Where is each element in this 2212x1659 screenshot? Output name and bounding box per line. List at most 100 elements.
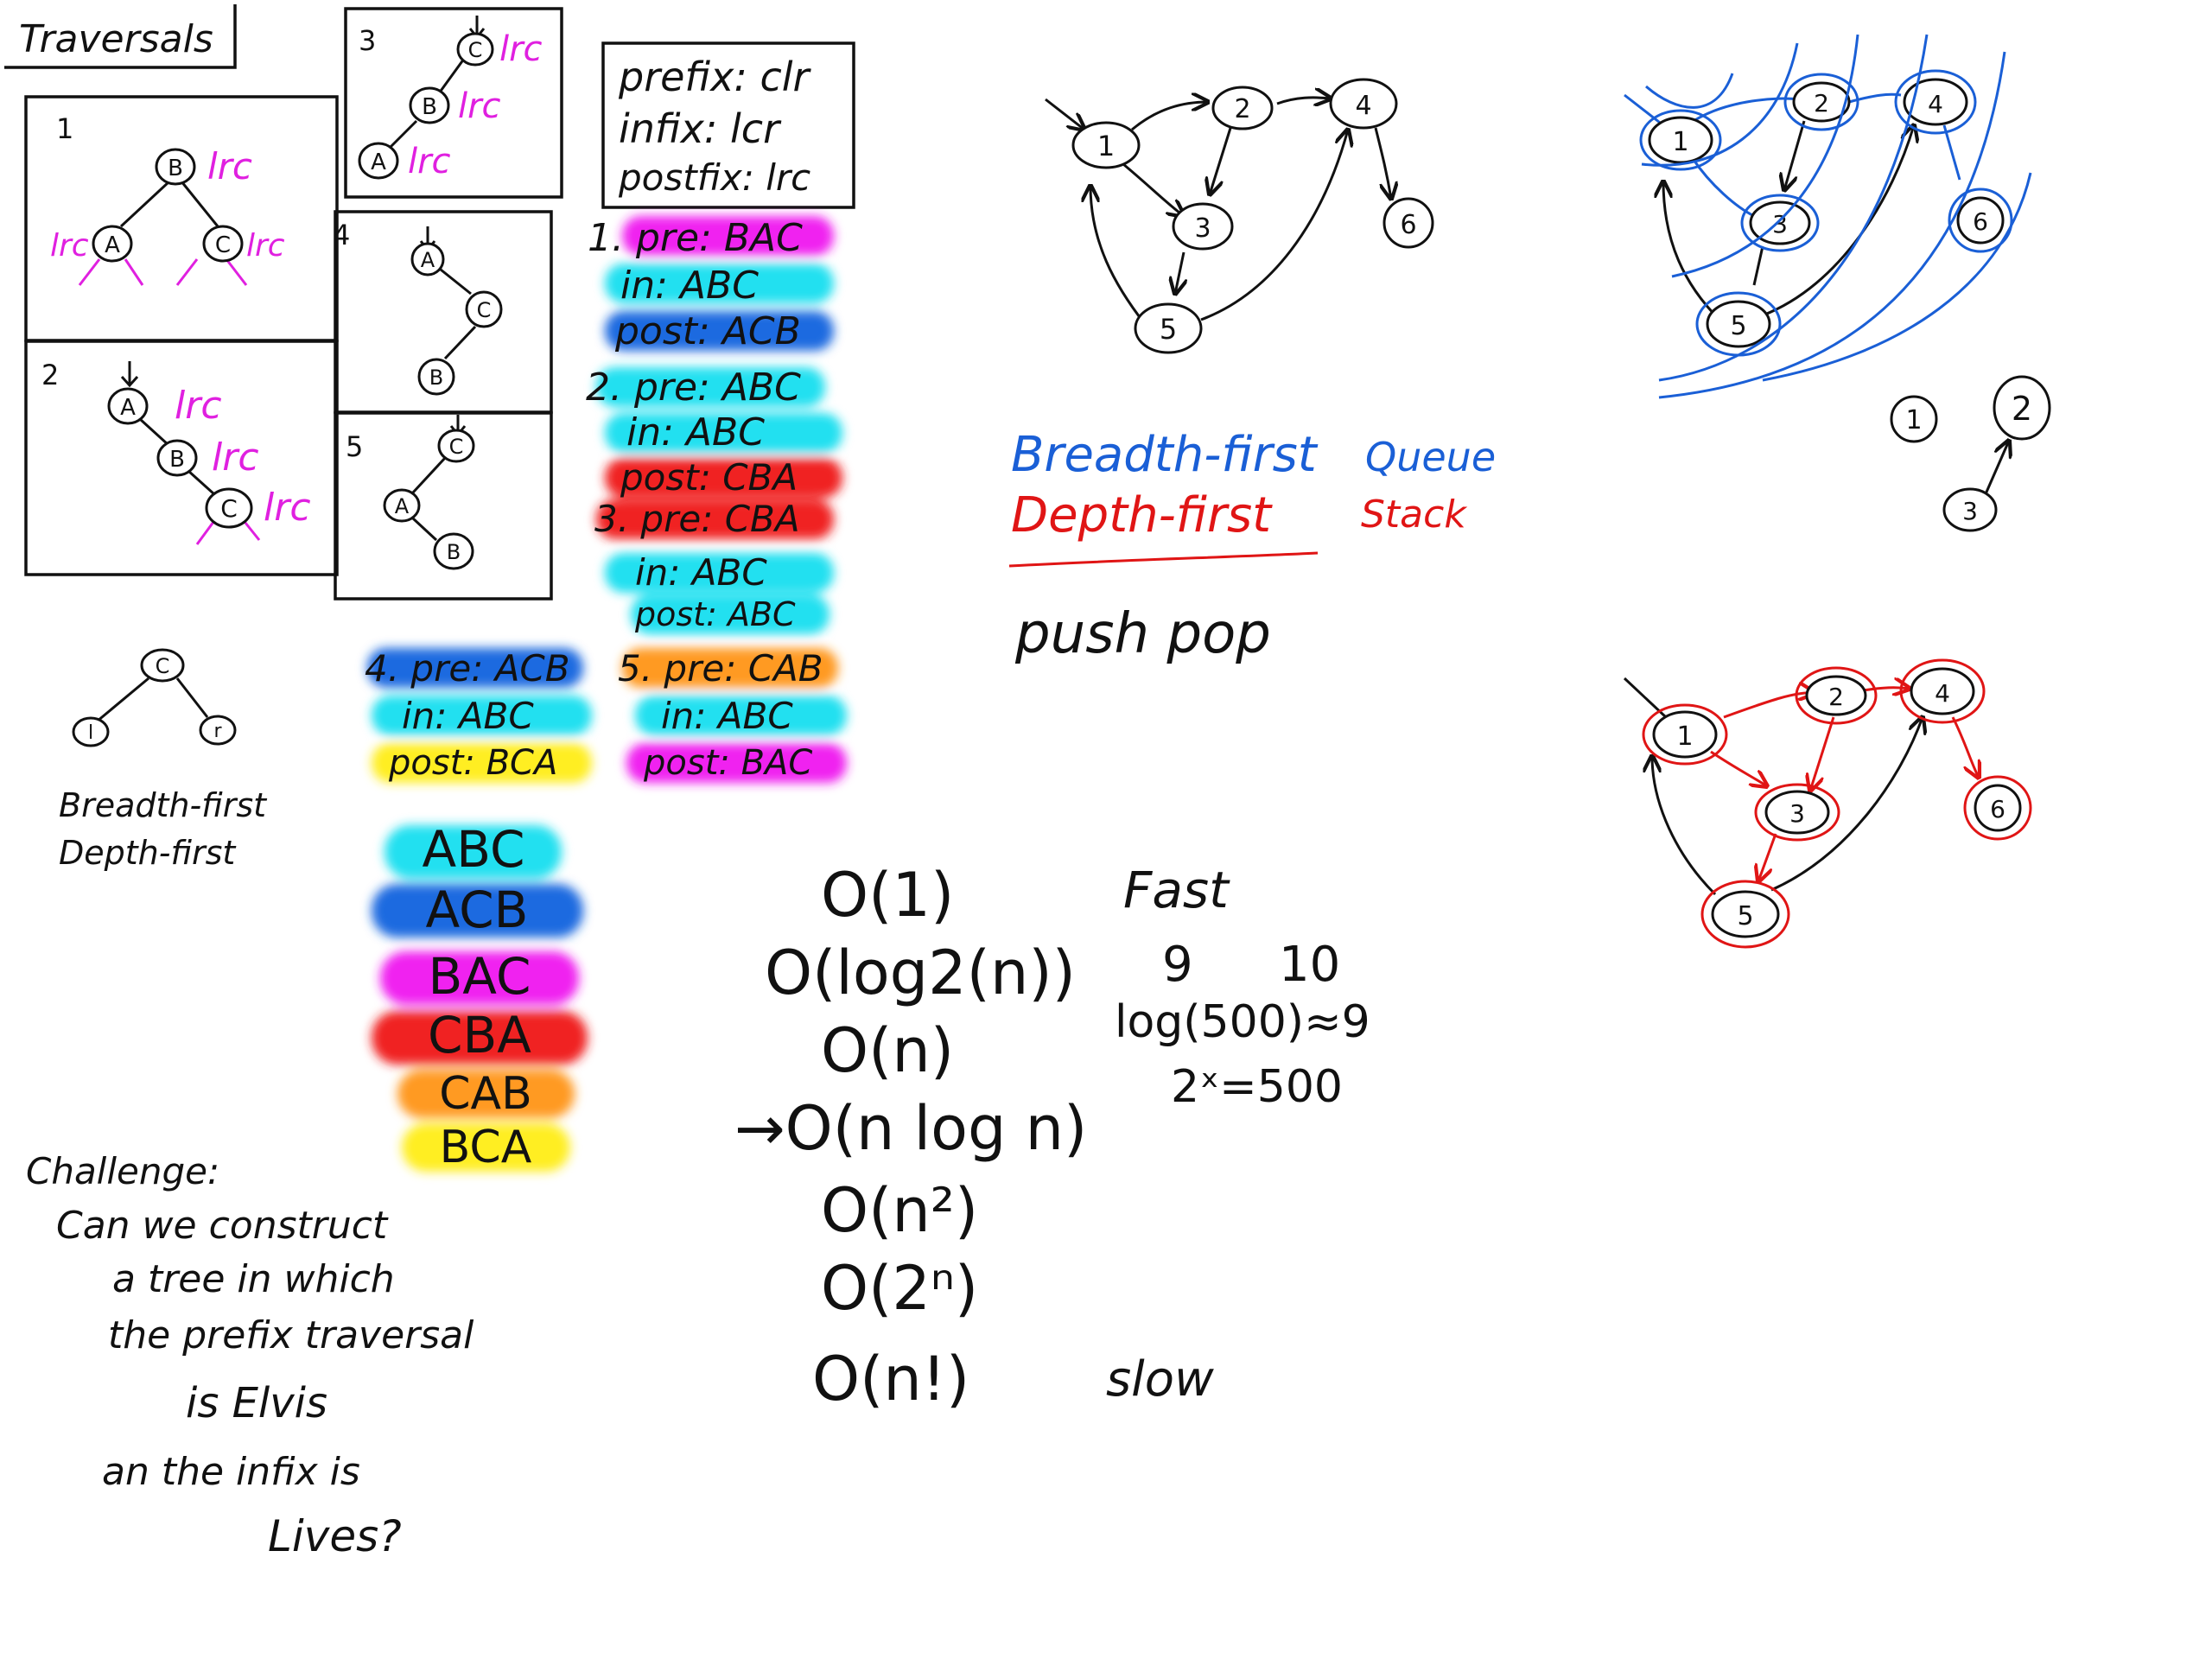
graph-node-label: 6: [1973, 207, 1988, 236]
lrc-annotation: lrc: [264, 486, 311, 530]
graph-node-label: 5: [1160, 313, 1177, 346]
graph-node-label: 6: [1990, 795, 2005, 823]
lrc-annotation: lrc: [408, 142, 451, 181]
node-label: r: [213, 721, 222, 742]
trav-4-in: in: ABC: [402, 695, 534, 737]
graph-node-label: 1: [1676, 721, 1693, 752]
node-label: B: [169, 447, 185, 473]
big-o-item: O(n²): [821, 1175, 978, 1246]
small-node-label: 3: [1962, 497, 1978, 525]
panel-number: 3: [359, 24, 376, 57]
stack-label: Stack: [1361, 493, 1467, 537]
panel-4: 4 A C B: [333, 210, 553, 414]
summary-item: CBA: [428, 1006, 531, 1065]
lrc-annotation: lrc: [458, 86, 501, 126]
panel-3: 3 C B A lrc lrc lrc: [344, 7, 563, 199]
challenge-line: is Elvis: [186, 1379, 327, 1427]
graph-node-label: 4: [1935, 679, 1950, 708]
node-label: A: [120, 395, 136, 421]
trav-5-in: in: ABC: [661, 695, 793, 737]
lrc-annotation: lrc: [207, 145, 252, 188]
trav-3-pre: 3. pre: CBA: [594, 498, 800, 540]
panel-number: 1: [56, 112, 73, 145]
power-equation: 2ˣ=500: [1171, 1061, 1343, 1113]
trav-1-post: post: ACB: [614, 309, 801, 353]
trav-4-pre: 4. pre: ACB: [365, 647, 570, 690]
log-num: 9: [1162, 937, 1193, 993]
log-num: 10: [1279, 937, 1340, 993]
lrc-annotation: lrc: [246, 228, 285, 264]
queue-label: Queue: [1365, 434, 1496, 480]
highlights: [367, 216, 847, 1172]
panel-number: 2: [41, 359, 59, 391]
node-label: C: [156, 654, 170, 678]
graph-node-label: 6: [1400, 210, 1416, 240]
challenge-line: Lives?: [268, 1511, 402, 1561]
node-label: B: [422, 94, 437, 120]
log-equation: log(500)≈9: [1115, 996, 1370, 1048]
breadth-first-label: Breadth-first: [1011, 427, 1319, 483]
legend-box: prefix: clr infix: lcr postfix: lrc: [601, 41, 855, 209]
graph-node-label: 2: [1828, 683, 1844, 711]
challenge: Challenge: Can we construct a tree in wh…: [26, 1150, 474, 1561]
lrc-annotation: lrc: [175, 384, 222, 428]
lrc-annotation: lrc: [212, 435, 259, 480]
summary-item: CAB: [439, 1068, 532, 1120]
node-label: C: [477, 298, 492, 322]
graph-node-label: 3: [1789, 799, 1805, 828]
big-o-item: O(1): [821, 860, 954, 931]
infix-rule: infix: lcr: [619, 105, 782, 152]
challenge-line: the prefix traversal: [108, 1313, 474, 1357]
graph-dfs: 1 2 3 4 5 6: [1623, 658, 2032, 949]
challenge-line: a tree in which: [112, 1257, 395, 1301]
left-note-depth: Depth-first: [59, 834, 237, 872]
challenge-line: Can we construct: [56, 1204, 389, 1248]
traversal-text: 1. pre: BAC in: ABC post: ACB 2. pre: AB…: [365, 216, 823, 783]
big-o-item: O(n): [821, 1015, 954, 1086]
node-label: A: [105, 232, 120, 258]
node-label: B: [447, 540, 461, 564]
trav-5-pre: 5. pre: CAB: [618, 647, 823, 690]
summary-item: ABC: [423, 820, 525, 879]
summary-item: BCA: [440, 1122, 532, 1173]
node-label: B: [429, 365, 443, 390]
depth-first-label: Depth-first: [1011, 487, 1273, 543]
title: Traversals: [19, 17, 213, 61]
node-label: C: [468, 38, 483, 62]
small-graph: 1 2 3: [1890, 375, 2051, 532]
node-label: l: [88, 722, 93, 744]
challenge-line: Challenge:: [26, 1150, 219, 1192]
panel-1: 1 B A C lrc lrc lrc: [24, 95, 339, 342]
graph-plain: 1 2 3 4 5 6: [1045, 78, 1434, 354]
graph-node-label: 2: [1814, 89, 1829, 118]
trav-1-in: in: ABC: [620, 264, 759, 308]
trav-1-pre: 1. pre: BAC: [588, 216, 803, 260]
trav-2-pre: 2. pre: ABC: [586, 365, 801, 410]
panel-2: 2 A B C lrc lrc lrc: [24, 340, 339, 576]
big-o-item: →O(n log n): [734, 1093, 1087, 1164]
prefix-rule: prefix: clr: [618, 54, 812, 100]
graph-node-label: 5: [1737, 901, 1753, 931]
graph-node-label: 4: [1928, 90, 1943, 118]
node-label: B: [168, 156, 183, 181]
panel-5: 5 C A B: [334, 411, 553, 601]
panel-number: 5: [346, 430, 363, 463]
graph-node-label: 4: [1355, 91, 1371, 121]
title-box: Traversals: [4, 4, 237, 69]
postfix-rule: postfix: lrc: [618, 156, 810, 199]
trav-5-post: post: BAC: [643, 743, 812, 783]
small-node-label: 2: [2012, 390, 2032, 428]
big-o-list: O(1) O(log2(n)) O(n) →O(n log n) O(n²) O…: [734, 860, 1087, 1414]
summary-item: BAC: [429, 947, 531, 1006]
summary-item: ACB: [426, 880, 529, 939]
big-o-item: O(n!): [812, 1344, 969, 1414]
big-o-item: O(log2(n)): [765, 938, 1076, 1008]
left-note-breadth: Breadth-first: [59, 786, 268, 824]
summary-list: ABC ACB BAC CBA CAB BCA: [423, 820, 532, 1173]
lrc-annotation: lrc: [50, 228, 89, 264]
node-label: A: [395, 494, 410, 518]
big-o-item: O(2ⁿ): [821, 1253, 978, 1324]
graph-bfs: 1 2 3 4 5 6: [1624, 34, 2032, 399]
node-label: A: [371, 149, 386, 175]
